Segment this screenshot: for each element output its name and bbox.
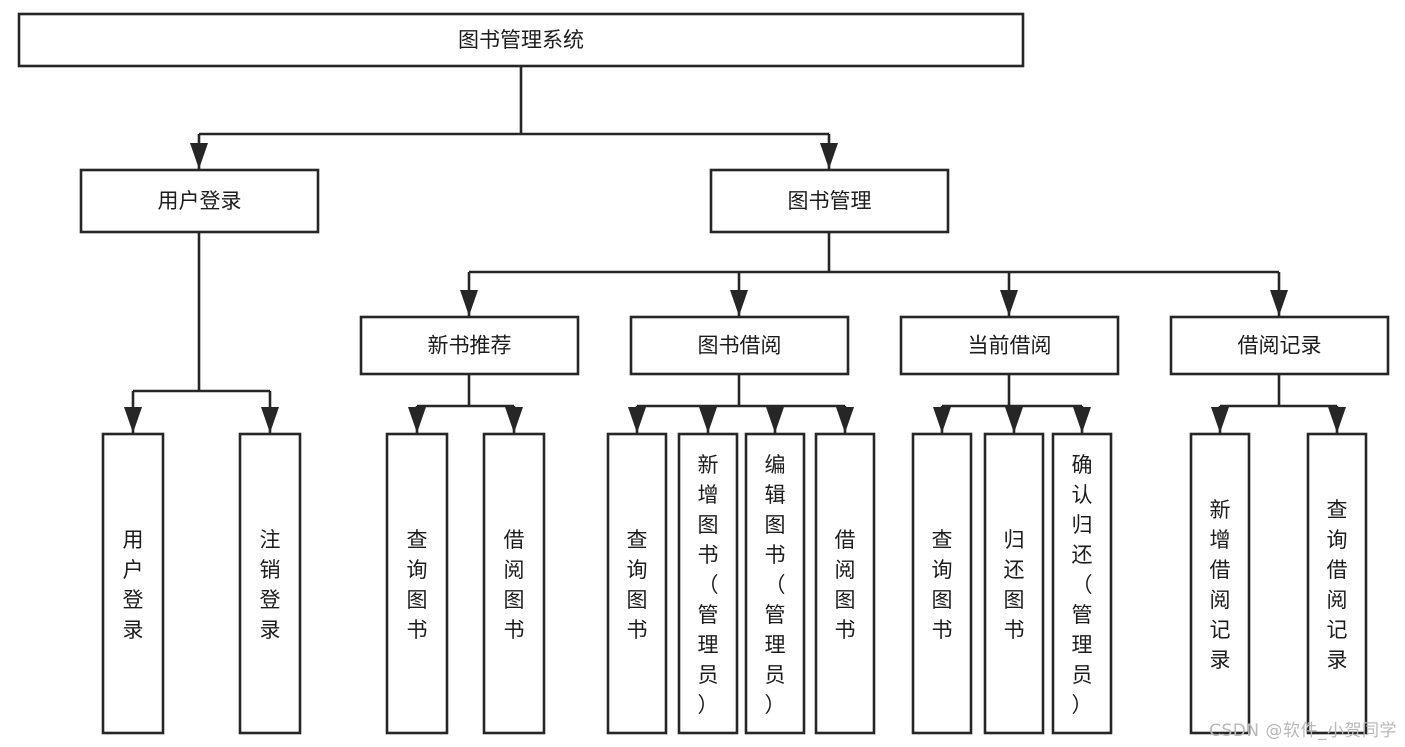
node-box-rect[interactable]	[79, 168, 320, 234]
node-box-rect[interactable]	[911, 432, 973, 735]
node-label: 新书推荐	[428, 334, 512, 358]
node-label: 查询图书	[407, 528, 428, 642]
node-label: 图书借阅	[698, 334, 782, 358]
node-box-rect[interactable]	[814, 432, 876, 735]
node-label: 新增借阅记录	[1210, 498, 1231, 672]
arrow-head-icon	[408, 407, 426, 433]
node-box-rect[interactable]	[709, 168, 950, 234]
node-box-rect[interactable]	[1051, 432, 1113, 735]
node-label: 借阅图书	[835, 528, 856, 642]
node-level3-2[interactable]: 当前借阅	[899, 315, 1120, 376]
node-leaf-6[interactable]: 编辑图书（管理员）	[744, 432, 806, 735]
node-leaf-10[interactable]: 确认归还（管理员）	[1051, 432, 1113, 735]
node-leaf-11[interactable]: 新增借阅记录	[1189, 432, 1251, 735]
node-label: 查询图书	[627, 528, 648, 642]
node-leaf-5[interactable]: 新增图书（管理员）	[677, 432, 739, 735]
node-layer: 图书管理系统用户登录图书管理新书推荐图书借阅当前借阅借阅记录用户登录注销登录查询…	[17, 12, 1390, 735]
node-leaf-7[interactable]: 借阅图书	[814, 432, 876, 735]
arrow-head-icon	[261, 407, 279, 433]
node-level2-0[interactable]: 用户登录	[79, 168, 320, 234]
node-leaf-8[interactable]: 查询图书	[911, 432, 973, 735]
node-box-rect[interactable]	[899, 315, 1120, 376]
node-box-rect[interactable]	[677, 432, 739, 735]
node-box-rect[interactable]	[385, 432, 449, 735]
arrow-head-icon	[190, 143, 208, 169]
node-box-rect[interactable]	[983, 432, 1045, 735]
node-box-rect[interactable]	[1169, 315, 1390, 376]
node-label: 确认归还（管理员）	[1072, 453, 1093, 717]
node-leaf-2[interactable]: 查询图书	[385, 432, 449, 735]
arrow-head-icon	[505, 407, 523, 433]
node-box-rect[interactable]	[1189, 432, 1251, 735]
connector-layer	[124, 66, 1346, 433]
node-box-rect[interactable]	[482, 432, 546, 735]
node-level3-1[interactable]: 图书借阅	[629, 315, 850, 376]
arrow-head-icon	[1005, 407, 1023, 433]
node-level3-0[interactable]: 新书推荐	[359, 315, 580, 376]
node-label: 归还图书	[1004, 528, 1025, 642]
node-label: 图书管理系统	[458, 28, 584, 52]
node-label: 借阅记录	[1238, 334, 1322, 358]
node-label: 编辑图书（管理员）	[765, 453, 786, 717]
node-leaf-3[interactable]: 借阅图书	[482, 432, 546, 735]
arrow-head-icon	[1270, 290, 1288, 316]
arrow-head-icon	[1000, 290, 1018, 316]
node-box-rect[interactable]	[17, 12, 1025, 68]
node-leaf-9[interactable]: 归还图书	[983, 432, 1045, 735]
arrow-head-icon	[766, 407, 784, 433]
node-leaf-0[interactable]: 用户登录	[101, 432, 165, 735]
arrow-head-icon	[836, 407, 854, 433]
node-label: 图书管理	[788, 189, 872, 213]
arrow-head-icon	[730, 290, 748, 316]
node-label: 用户登录	[123, 528, 144, 642]
node-label: 当前借阅	[968, 334, 1052, 358]
node-label: 查询图书	[932, 528, 953, 642]
node-box-rect[interactable]	[101, 432, 165, 735]
arrow-head-icon	[460, 290, 478, 316]
node-leaf-12[interactable]: 查询借阅记录	[1306, 432, 1368, 735]
node-label: 新增图书（管理员）	[698, 453, 719, 717]
arrow-head-icon	[820, 143, 838, 169]
node-label: 查询借阅记录	[1327, 498, 1348, 672]
node-box-rect[interactable]	[744, 432, 806, 735]
node-box-rect[interactable]	[359, 315, 580, 376]
node-box-rect[interactable]	[629, 315, 850, 376]
node-level3-3[interactable]: 借阅记录	[1169, 315, 1390, 376]
arrow-head-icon	[1211, 407, 1229, 433]
arrow-head-icon	[1328, 407, 1346, 433]
node-leaf-4[interactable]: 查询图书	[606, 432, 668, 735]
node-label: 注销登录	[260, 528, 281, 642]
node-leaf-1[interactable]: 注销登录	[238, 432, 302, 735]
arrow-head-icon	[628, 407, 646, 433]
arrow-head-icon	[699, 407, 717, 433]
node-box-rect[interactable]	[606, 432, 668, 735]
node-root-0[interactable]: 图书管理系统	[17, 12, 1025, 68]
node-box-rect[interactable]	[238, 432, 302, 735]
node-label: 用户登录	[158, 189, 242, 213]
node-level2-1[interactable]: 图书管理	[709, 168, 950, 234]
arrow-head-icon	[124, 407, 142, 433]
node-box-rect[interactable]	[1306, 432, 1368, 735]
node-label: 借阅图书	[504, 528, 525, 642]
arrow-head-icon	[933, 407, 951, 433]
arrow-head-icon	[1073, 407, 1091, 433]
